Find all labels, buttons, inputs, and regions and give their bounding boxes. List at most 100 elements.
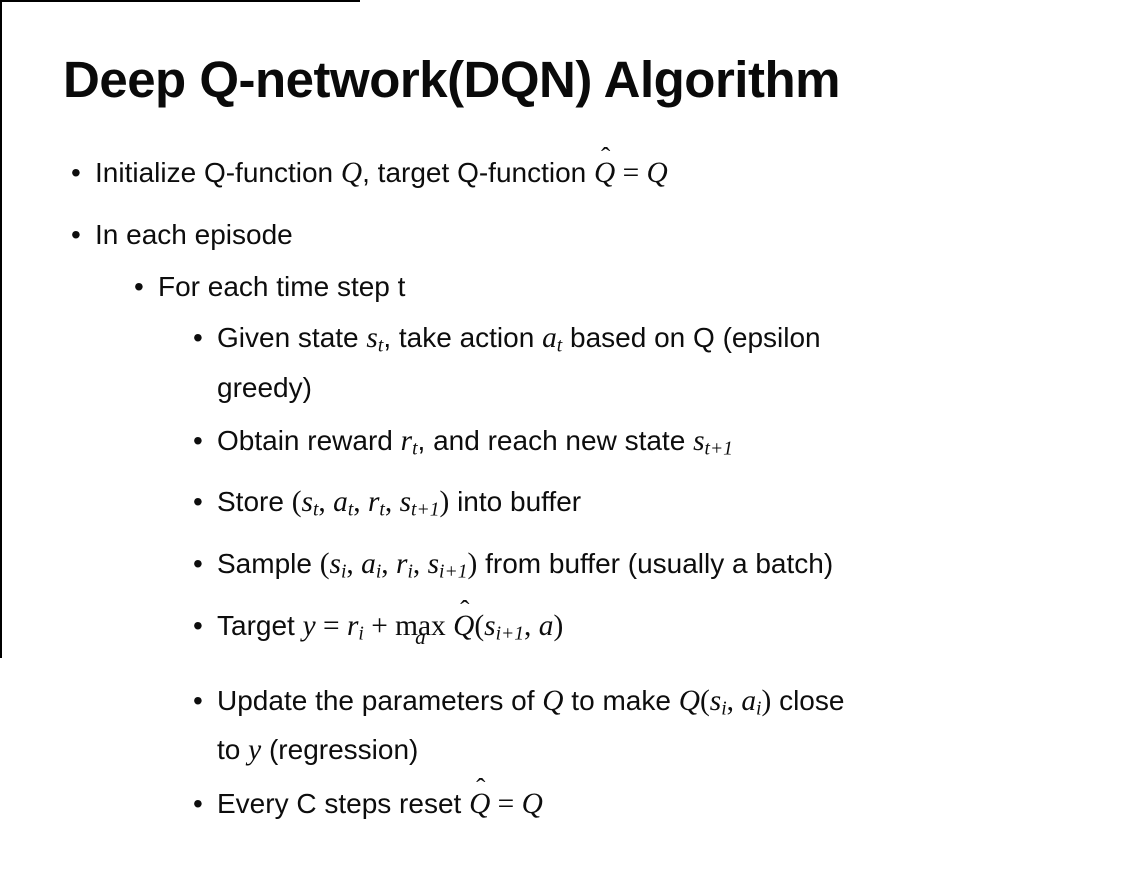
slide-edge-top — [0, 0, 360, 2]
bullet-item: • Sample (si, ai, ri, si+1) from buffer (… — [0, 543, 1080, 593]
text-run: based on Q (epsilon — [562, 322, 821, 353]
math-run: , — [726, 684, 742, 717]
text-run: Given state — [217, 322, 367, 353]
math-run: s — [301, 486, 313, 519]
math-run: ( — [291, 486, 302, 519]
slide-edge-left — [0, 0, 2, 658]
bullet-item: •Obtain reward rt, and reach new state s… — [0, 420, 1080, 470]
math-run: i — [407, 561, 413, 583]
math-run: + — [363, 609, 396, 642]
math-run: a — [361, 548, 376, 581]
bullet-text: For each time step t — [158, 266, 1080, 307]
bullet-text: Sample (si, ai, ri, si+1) from buffer (u… — [217, 543, 1080, 593]
math-run: ) — [467, 548, 478, 581]
math-run: ( — [319, 548, 330, 581]
bullet-text: In each episode — [95, 214, 1080, 255]
math-run: ) — [761, 684, 772, 717]
math-run: Q — [521, 788, 543, 821]
text-run: , take action — [383, 322, 543, 353]
math-run: , — [346, 548, 362, 581]
math-run: = — [615, 157, 647, 189]
math-run: i — [375, 561, 382, 583]
text-run: Target — [217, 609, 303, 641]
math-run: a — [542, 322, 557, 354]
bullet-dot: • — [193, 788, 203, 820]
math-run: r — [346, 609, 359, 642]
math-under-script: a — [415, 624, 426, 649]
math-run: s — [709, 684, 722, 717]
math-run: r — [367, 486, 380, 519]
text-run: to make — [563, 684, 679, 716]
bullet-text: Store (st, at, rt, st+1) into buffer — [217, 481, 1080, 531]
math-run: t — [377, 335, 384, 357]
math-run: s — [427, 548, 440, 581]
math-run: i+1 — [495, 623, 525, 645]
hat-accent: ˆ — [460, 594, 470, 626]
text-run: to — [217, 734, 249, 766]
math-operator: max — [395, 609, 446, 642]
bullet-item: •Update the parameters of Q to make Q(si… — [0, 680, 1080, 772]
math-run: t — [556, 335, 563, 357]
math-run: Q — [340, 157, 363, 189]
bullet-list: •Initialize Q-function Q, target Q-funct… — [0, 141, 1080, 837]
bullet-item: • Store (st, at, rt, st+1) into buffer — [0, 481, 1080, 531]
text-run: Initialize Q-function — [95, 157, 341, 188]
math-run: t+1 — [704, 438, 733, 460]
math-run: a — [333, 486, 348, 519]
math-run: y — [302, 609, 316, 642]
bullet-dot: • — [71, 219, 81, 250]
bullet-text: Given state st, take action at based on … — [217, 317, 1080, 408]
text-run: close — [771, 684, 845, 716]
text-run: (regression) — [261, 734, 419, 766]
math-run: t — [379, 500, 385, 522]
bullet-dot: • — [193, 424, 203, 456]
math-run: Q — [646, 157, 668, 189]
math-run: a — [741, 684, 757, 717]
bullet-item: •Given state st, take action at based on… — [0, 317, 1080, 408]
math-run: s — [399, 486, 412, 519]
bullet-text: Initialize Q-function Q, target Q-functi… — [95, 141, 1080, 194]
hat-accent: ˆ — [601, 141, 611, 173]
math-run: , — [353, 486, 368, 519]
text-run: For each time step t — [158, 271, 406, 302]
math-run: i — [358, 623, 364, 645]
bullet-item: •For each time step t — [0, 266, 1080, 307]
math-run: i — [756, 698, 762, 720]
text-run: Every C steps reset — [217, 788, 470, 820]
math-run: , — [318, 486, 334, 519]
bullet-dot: • — [193, 548, 203, 580]
text-run: Update the parameters of — [217, 684, 543, 716]
math-run: t — [347, 500, 354, 522]
bullet-dot: • — [71, 157, 81, 188]
math-run: , — [381, 548, 396, 581]
math-run: , — [384, 486, 400, 519]
math-run: r — [395, 548, 408, 581]
math-run: i+1 — [439, 561, 468, 583]
bullet-item: •Initialize Q-function Q, target Q-funct… — [0, 141, 1080, 194]
page-title: Deep Q-network(DQN) Algorithm — [63, 51, 840, 108]
math-run: t+1 — [411, 500, 440, 522]
math-run — [446, 610, 453, 642]
math-run: ( — [699, 684, 710, 717]
math-run: ( — [474, 609, 485, 642]
bullet-dot: • — [193, 486, 203, 518]
math-run: = — [315, 609, 347, 642]
math-run: t — [312, 500, 319, 522]
math-run: s — [484, 609, 496, 642]
text-run: , and reach new state — [417, 424, 694, 456]
bullet-item: • In each episode — [0, 214, 1080, 255]
math-run: s — [329, 548, 341, 581]
math-run: i — [721, 698, 727, 720]
math-run: a — [538, 609, 554, 642]
text-run: , target Q-function — [362, 157, 595, 188]
text-run: greedy) — [217, 371, 312, 403]
text-run: Store — [217, 486, 292, 518]
math-run: i — [340, 561, 347, 583]
